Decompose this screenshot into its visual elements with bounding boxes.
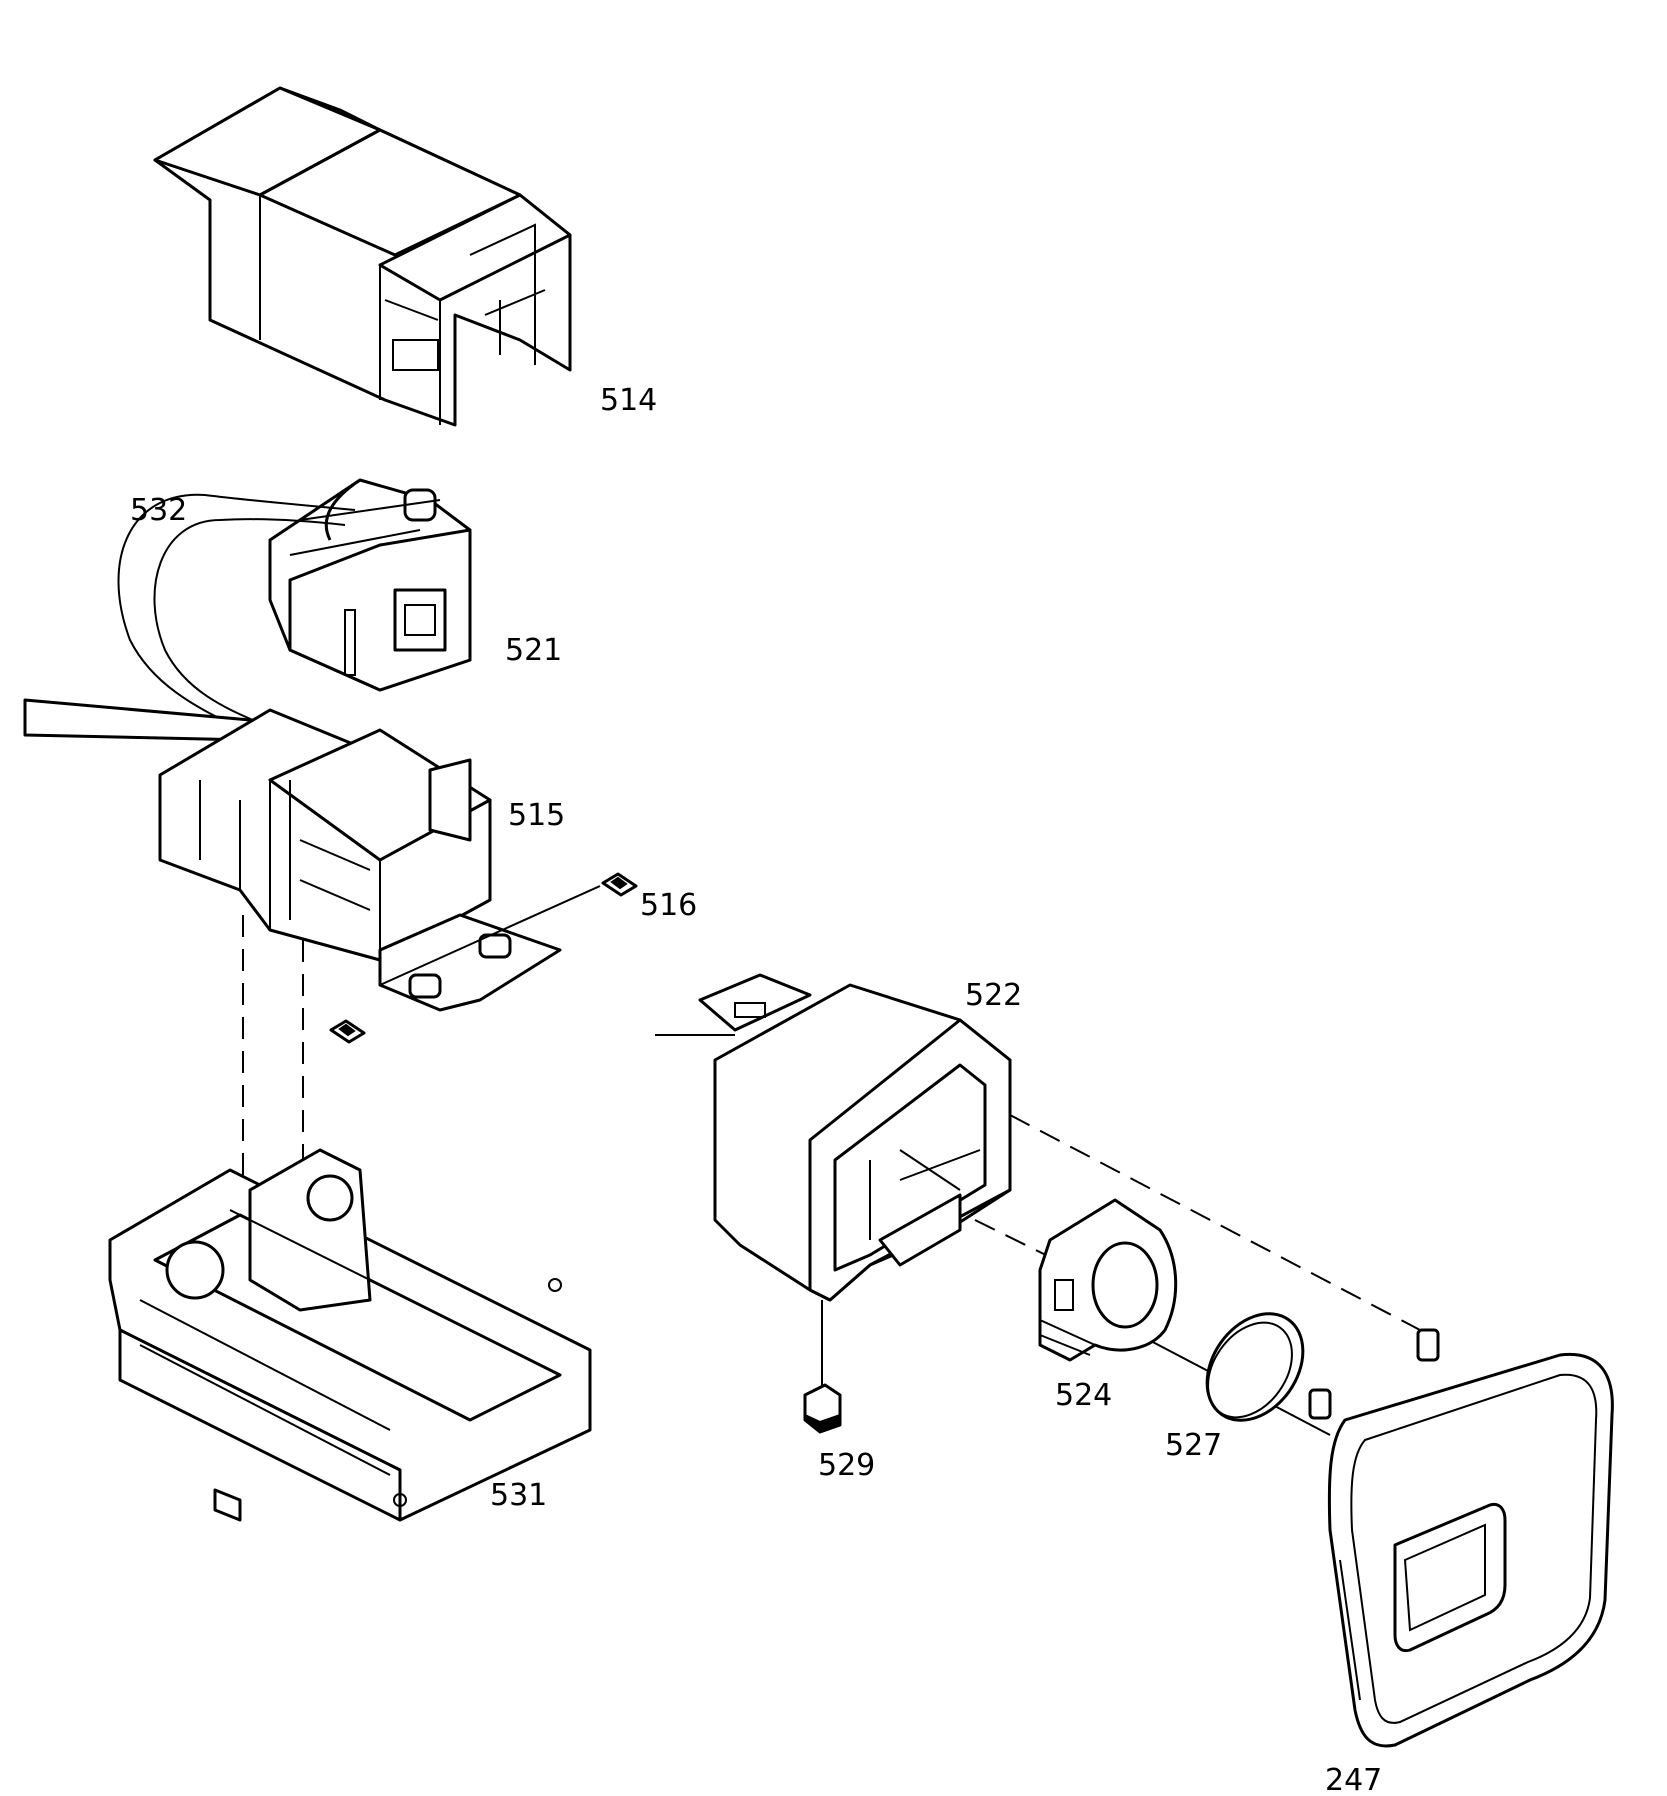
part-514-top-cover bbox=[153, 86, 572, 427]
callout-527: 527 bbox=[1165, 1428, 1222, 1463]
part-529-bracket bbox=[803, 1300, 842, 1434]
part-532-flex-cable bbox=[117, 493, 356, 741]
part-515-frame-housing bbox=[23, 698, 562, 1012]
callout-516: 516 bbox=[640, 888, 697, 923]
part-527-lens bbox=[1205, 1312, 1305, 1422]
callout-531: 531 bbox=[490, 1478, 547, 1513]
part-524-lens-holder bbox=[1038, 1198, 1178, 1362]
part-516-screws bbox=[329, 872, 638, 1044]
callout-514: 514 bbox=[600, 383, 657, 418]
part-521-viewfinder-block bbox=[268, 478, 472, 692]
callout-515: 515 bbox=[508, 798, 565, 833]
callout-522: 522 bbox=[965, 978, 1022, 1013]
callout-532: 532 bbox=[130, 493, 187, 528]
callout-524: 524 bbox=[1055, 1378, 1112, 1413]
part-531-chassis bbox=[108, 1148, 592, 1522]
part-522-eyepiece-housing bbox=[655, 973, 1012, 1302]
callout-521: 521 bbox=[505, 633, 562, 668]
hidden-line-522-247-upper bbox=[1009, 1114, 1421, 1331]
callout-247: 247 bbox=[1325, 1763, 1382, 1796]
callout-529: 529 bbox=[818, 1448, 875, 1483]
part-247-eyecup bbox=[1308, 1328, 1614, 1748]
